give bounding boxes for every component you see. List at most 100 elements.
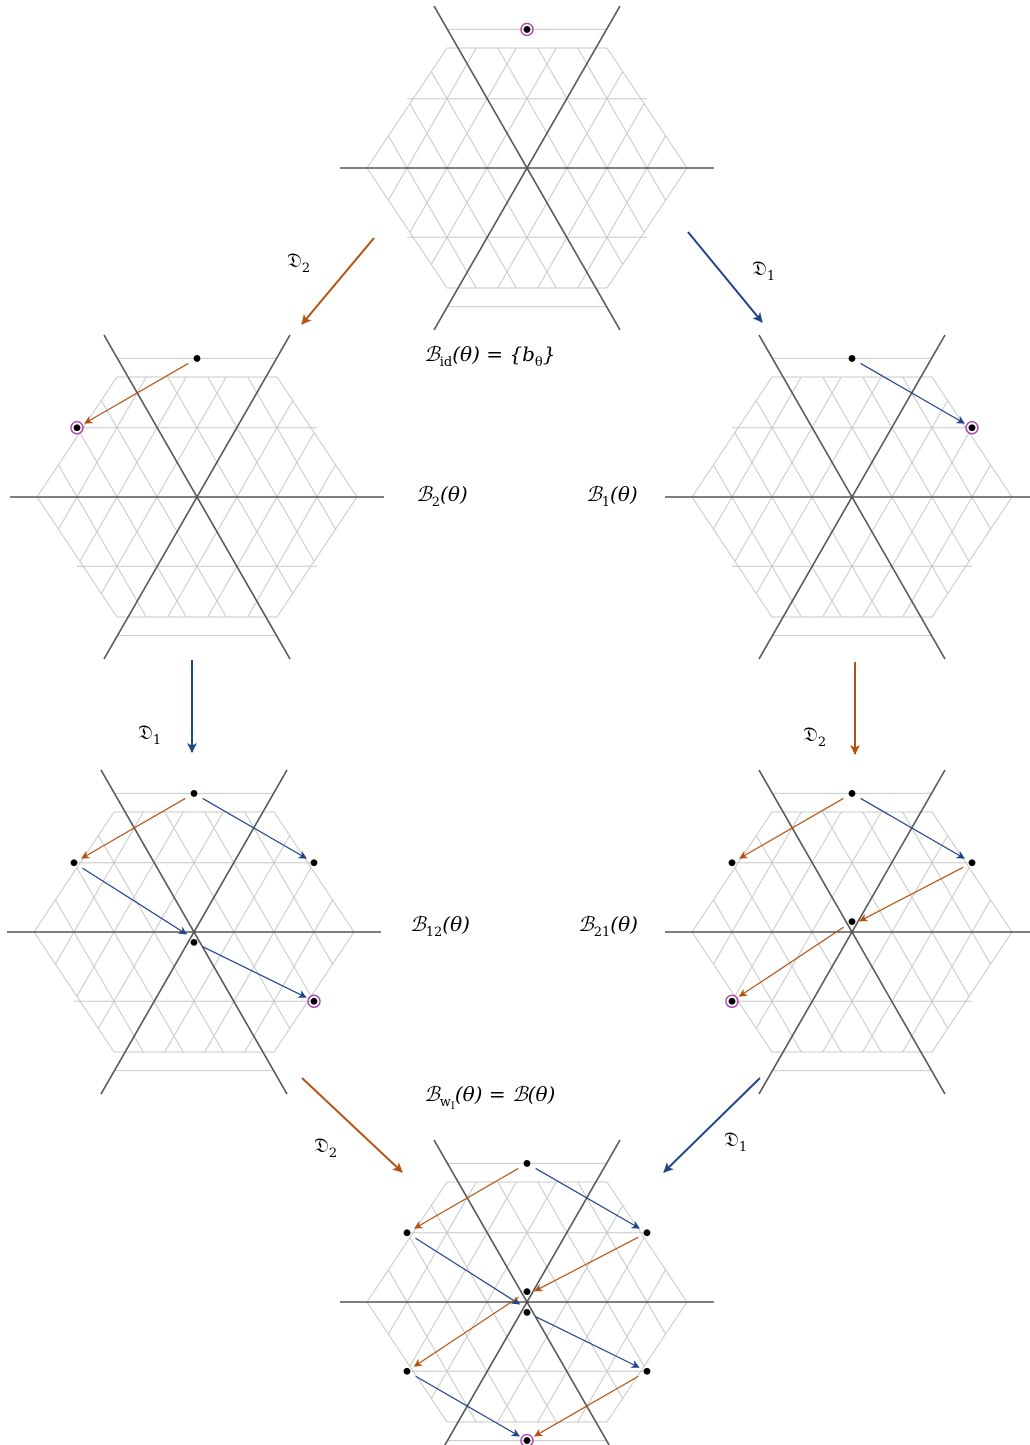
crystal-vertex [643, 1229, 651, 1237]
crystal-vertices [848, 355, 979, 435]
label-script-b: ℬ [416, 482, 432, 506]
arrow-bot-left [301, 1077, 403, 1173]
crystal-vertex [190, 790, 198, 797]
label-body: (θ) [442, 912, 470, 936]
highlighted-vertex-ring [725, 994, 739, 1008]
grid-line [76, 867, 184, 1052]
blue-crystal-arrow [415, 1375, 520, 1437]
grid-line [207, 432, 315, 617]
crystal-vertex [728, 997, 736, 1005]
crystal-vertex [523, 1308, 531, 1316]
label-subscript: 1 [601, 495, 611, 510]
hexagon-diagrams [7, 5, 1030, 1445]
grid-line [734, 377, 842, 562]
blue-crystal-arrow [860, 362, 965, 424]
orange-crystal-arrow [413, 1296, 520, 1367]
grid-line [756, 812, 882, 1029]
operator-label-mid-right: 𝔇2 [803, 722, 826, 750]
crystal-vertices [70, 790, 321, 1008]
grid-line [862, 377, 970, 562]
grid-line [537, 1182, 645, 1367]
grid-line [756, 377, 882, 594]
operator-arrows [187, 231, 860, 1173]
operator-label-bot-right: 𝔇1 [724, 1127, 747, 1155]
grid-line [497, 71, 623, 288]
label-subscript-2: I [450, 1101, 455, 1112]
diagram-bottom [340, 1139, 714, 1445]
grid-line [167, 400, 293, 617]
label-body: (θ) = ℬ(θ) [454, 1082, 556, 1106]
orange-crystal-arrow [414, 1167, 519, 1229]
operator-subscript: 1 [152, 733, 162, 748]
wall-diagonal-b [103, 334, 291, 660]
grid-line [79, 377, 187, 562]
grid-line [388, 1182, 477, 1335]
grid-line [101, 400, 227, 617]
crystal-vertex [848, 790, 856, 797]
crystal-vertex [728, 859, 736, 867]
grid-line [55, 899, 144, 1052]
grid-line [497, 48, 623, 265]
diagram-top [340, 5, 714, 331]
crystal-vertex [848, 355, 856, 362]
crystal-vertices [403, 1160, 651, 1445]
wall-diagonal-b [758, 334, 946, 660]
grid-line [713, 812, 802, 965]
highlighted-vertex-ring [307, 994, 321, 1008]
grid-line [537, 48, 645, 233]
grid-line [388, 48, 477, 201]
label-body: (θ) [610, 912, 638, 936]
grid-line [756, 400, 882, 617]
crystal-vertex [403, 1367, 411, 1375]
label-subscript: 2 [431, 495, 441, 510]
label-body: (θ) [610, 482, 638, 506]
grid-line [388, 135, 477, 288]
orange-crystal-arrow [534, 1236, 639, 1292]
grid-line [497, 1205, 623, 1422]
grid-line [204, 812, 312, 997]
operator-symbol: 𝔇 [803, 722, 818, 746]
operator-symbol: 𝔇 [138, 720, 153, 744]
weyl-walls [10, 334, 384, 660]
operator-symbol: 𝔇 [314, 1133, 329, 1157]
orange-crystal-arrow [84, 362, 189, 424]
grid-line [431, 1182, 557, 1399]
grid-line [713, 899, 802, 1052]
wall-diagonal-b [433, 5, 621, 331]
grid-line [167, 377, 293, 594]
crystal-vertex [190, 938, 198, 946]
operator-subscript: 1 [766, 269, 776, 284]
fine-grid [36, 357, 358, 637]
grid-line [734, 432, 842, 617]
crystal-vertex [643, 1367, 651, 1375]
blue-crystal-arrow [82, 867, 188, 935]
crystal-vertices [70, 355, 201, 435]
grid-line [409, 1237, 517, 1422]
orange-crystal-arrow [738, 926, 845, 997]
grid-line [409, 103, 517, 288]
grid-line [79, 432, 187, 617]
operator-subscript: 2 [328, 1146, 338, 1161]
grid-line [822, 400, 948, 617]
operator-label-top-left: 𝔇2 [287, 248, 310, 276]
grid-line [98, 812, 224, 1029]
grid-line [902, 899, 991, 1052]
label-b1: ℬ1(θ) [586, 482, 638, 510]
arrow-top-right [687, 231, 763, 323]
label-tail: } [542, 342, 556, 366]
operator-symbol: 𝔇 [724, 1127, 739, 1151]
label-script-b: ℬ [410, 912, 426, 936]
blue-crystal-arrow [535, 1167, 640, 1229]
crystal-arrows [84, 362, 189, 424]
weyl-walls [665, 769, 1030, 1095]
grid-line [734, 812, 842, 997]
crystal-vertices [725, 790, 976, 1008]
label-body: (θ) [440, 482, 468, 506]
crystal-arrows [860, 362, 965, 424]
diagram-b2 [10, 334, 384, 660]
highlighted-vertex-ring [520, 22, 534, 37]
grid-line [204, 867, 312, 1052]
grid-line [164, 835, 290, 1052]
crystal-vertex [968, 424, 976, 432]
